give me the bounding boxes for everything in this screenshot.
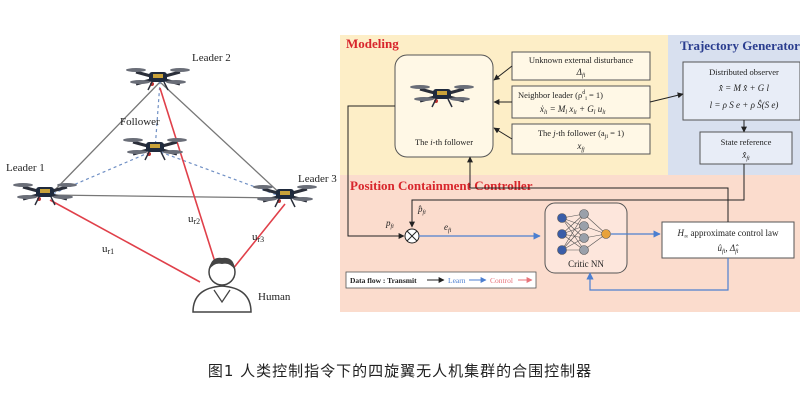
drone-leader-1-icon — [11, 181, 79, 207]
controller-title: Position Containment Controller — [350, 178, 533, 193]
state-ref-var: x̂fi — [741, 150, 750, 162]
label-leader-2: Leader 2 — [192, 52, 231, 64]
observer-box — [682, 61, 800, 121]
follower-box-label: The i-th follower — [415, 137, 473, 147]
human-icon — [192, 257, 252, 313]
arrow-law-feedback — [586, 258, 729, 291]
legend-dataflow: Data flow : Transmit — [350, 276, 417, 285]
edge-l1-l2 — [49, 81, 161, 196]
cmd-line-2 — [159, 87, 216, 263]
jth-follower-var: xfj — [576, 141, 585, 153]
neighbor-leader-title: Neighbor leader (ρdi = 1) — [518, 90, 603, 102]
arrow-law-to-follower — [467, 156, 729, 222]
arrow-follower-feedback — [347, 105, 405, 239]
cmd-line-1 — [49, 199, 201, 283]
label-leader-1: Leader 1 — [6, 162, 45, 174]
disturbance-title: Unknown external disturbance — [529, 55, 634, 65]
disturbance-box — [511, 51, 651, 81]
neural-network-icon — [557, 209, 611, 255]
label-u-r1: ur1 — [102, 243, 114, 256]
follower-link-1 — [49, 149, 156, 196]
critic-nn-label: Critic NN — [568, 259, 604, 269]
hinf-law-title: H∞ approximate control law — [676, 228, 779, 240]
figure: Leader 2 Follower Leader 1 Leader 3 Huma… — [6, 35, 800, 313]
neighbor-leader-eq: ẋli = Ml xli + Gl uli — [539, 104, 606, 116]
left-panel: Leader 2 Follower Leader 1 Leader 3 Huma… — [6, 52, 337, 313]
modeling-title: Modeling — [346, 36, 399, 51]
arrow-jth — [493, 127, 513, 140]
label-e-fi: efi — [444, 222, 452, 234]
state-ref-title: State reference — [721, 137, 772, 147]
state-ref-box — [699, 131, 793, 165]
hinf-law-box — [661, 221, 795, 259]
drone-leader-2-icon — [124, 66, 192, 92]
arrow-ref-to-sum — [409, 164, 745, 228]
label-follower: Follower — [120, 116, 160, 128]
arrow-modeling-to-observer — [649, 92, 684, 103]
drone-follower-icon — [121, 136, 189, 162]
edge-l2-l3 — [159, 81, 286, 199]
cmd-line-3 — [231, 203, 286, 271]
label-p-fi: pfi — [385, 218, 394, 230]
arrow-disturbance — [493, 65, 513, 81]
neighbor-leader-box — [511, 85, 651, 119]
label-human: Human — [258, 291, 291, 303]
label-u-r3: ur3 — [252, 231, 264, 244]
drone-leader-3-icon — [251, 183, 319, 209]
hinf-law-vars: ûfi, Δ̂fi — [718, 243, 740, 255]
label-leader-3: Leader 3 — [298, 173, 337, 185]
legend-control: Control — [490, 276, 513, 285]
observer-title: Distributed observer — [709, 67, 779, 77]
observer-eq2: l = ρ S e + ρ Ŝ(S e) — [710, 100, 779, 110]
trajectory-title: Trajectory Generator — [680, 38, 800, 53]
label-p-hat: p̂fi — [417, 204, 426, 216]
jth-follower-box — [511, 123, 651, 155]
jth-follower-title: The j-th follower (aji = 1) — [538, 128, 624, 140]
legend-learn: Learn — [448, 276, 466, 285]
right-panel: Modeling Trajectory Generator Position C… — [340, 35, 800, 312]
edge-l1-l3 — [49, 194, 286, 199]
disturbance-var: Δfi — [576, 67, 586, 79]
summing-junction-icon — [404, 228, 420, 244]
observer-eq1: x̂̇ = M x̂ + G l — [718, 83, 770, 93]
label-u-r2: ur2 — [188, 213, 200, 226]
follower-link-2 — [154, 81, 161, 151]
figure-caption: 图1 人类控制指令下的四旋翼无人机集群的合围控制器 — [207, 362, 593, 380]
